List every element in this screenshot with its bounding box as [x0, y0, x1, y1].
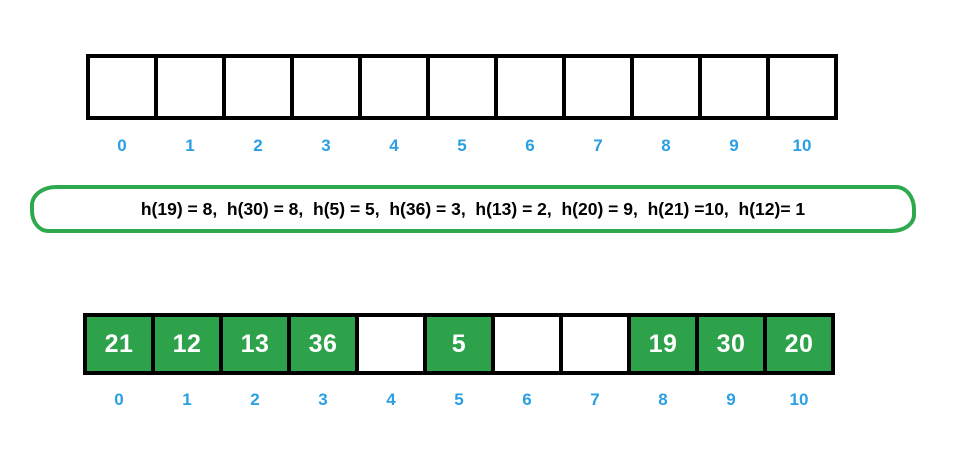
hash-table-cell: 21: [87, 317, 155, 371]
hash-table-cell: 36: [291, 317, 359, 371]
index-label: 8: [658, 390, 668, 409]
index-label: 7: [590, 390, 600, 409]
hash-table-cell: 13: [223, 317, 291, 371]
index-label: 10: [789, 390, 809, 409]
empty-slot: [158, 58, 226, 116]
empty-slot: [90, 58, 158, 116]
index-label: 3: [318, 390, 328, 409]
top-array-index-row: 0 1 2 3 4 5 6 7 8 9 10: [88, 136, 836, 156]
empty-slot: [294, 58, 362, 116]
hash-table-cell: 20: [767, 317, 831, 371]
hash-table-cell: 5: [427, 317, 495, 371]
empty-slot: [226, 58, 294, 116]
bottom-array-index-row: 0 1 2 3 4 5 6 7 8 9 10: [85, 390, 833, 410]
empty-slot: [634, 58, 702, 116]
empty-slot: [702, 58, 770, 116]
hash-assignments-box: h(19) = 8, h(30) = 8, h(5) = 5, h(36) = …: [30, 185, 916, 233]
empty-slot: [566, 58, 634, 116]
index-label: 1: [185, 136, 195, 155]
index-label: 0: [117, 136, 127, 155]
hash-assignments-text: h(19) = 8, h(30) = 8, h(5) = 5, h(36) = …: [140, 198, 806, 219]
empty-slot: [770, 58, 834, 116]
index-label: 8: [661, 136, 671, 155]
hash-table-cell: 19: [631, 317, 699, 371]
hash-table-cell: [495, 317, 563, 371]
index-label: 9: [729, 136, 739, 155]
hash-table-cell: 30: [699, 317, 767, 371]
index-label: 0: [114, 390, 124, 409]
filled-hash-table-array: 21 12 13 36 5 19 30 20: [83, 313, 835, 375]
index-label: 9: [726, 390, 736, 409]
index-label: 6: [525, 136, 535, 155]
index-label: 2: [253, 136, 263, 155]
index-label: 5: [454, 390, 464, 409]
hash-table-cell: [563, 317, 631, 371]
index-label: 2: [250, 390, 260, 409]
index-label: 7: [593, 136, 603, 155]
empty-slot: [362, 58, 430, 116]
empty-slot: [430, 58, 498, 116]
index-label: 4: [386, 390, 396, 409]
hash-table-cell: 12: [155, 317, 223, 371]
index-label: 6: [522, 390, 532, 409]
empty-hash-table-array: [86, 54, 838, 120]
index-label: 3: [321, 136, 331, 155]
index-label: 10: [792, 136, 812, 155]
empty-slot: [498, 58, 566, 116]
index-label: 1: [182, 390, 192, 409]
index-label: 4: [389, 136, 399, 155]
index-label: 5: [457, 136, 467, 155]
hash-table-cell: [359, 317, 427, 371]
